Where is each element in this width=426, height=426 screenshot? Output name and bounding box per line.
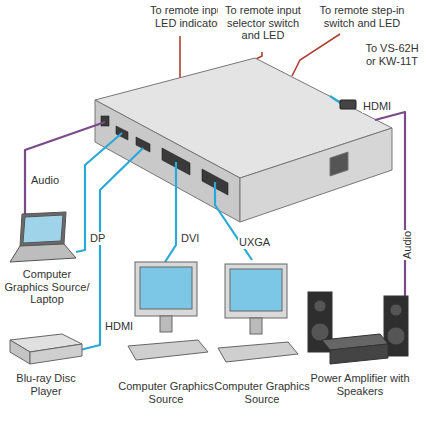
hdmi-plug [340, 100, 356, 109]
computer-icon [225, 264, 287, 318]
computer-icon [160, 316, 172, 332]
hdmi-plug [340, 100, 356, 109]
amplifier-icon [322, 334, 388, 364]
signal-name: DP [89, 232, 106, 245]
amplifier-node: Power Amplifier with Speakers [300, 372, 420, 397]
computer-icon [218, 342, 298, 362]
destination-note: To VS-62H or KW-11T [362, 42, 422, 69]
speaker-icon [308, 292, 408, 356]
bluray-player-icon [10, 334, 82, 364]
device-caption: Computer Graphics Source [118, 380, 214, 405]
laptop-icon [23, 215, 63, 243]
laptop-node: Computer Graphics Source/ Laptop [2, 268, 92, 306]
signal-cable [25, 96, 405, 350]
speaker-icon [390, 304, 402, 316]
bluray-node: Blu-ray Disc Player [5, 372, 87, 397]
signal-cable [80, 148, 143, 350]
destination-note: To remote input selector switch and LED [218, 4, 308, 42]
switcher-housing [95, 100, 240, 222]
computer-icon [250, 318, 262, 334]
bluray-player-icon [10, 340, 30, 364]
signal-cable [165, 162, 176, 262]
signal-name: DVI [180, 232, 200, 245]
bluray-player-icon [30, 344, 82, 364]
destination-note: To remote input selector switch and LED [218, 4, 308, 43]
laptop-icon [20, 212, 66, 246]
computer-icon [135, 262, 197, 316]
destination-note: To remote step-in switch and LED [308, 4, 416, 29]
laptop-icon [10, 244, 76, 262]
connector-port [101, 116, 228, 195]
computer-icon [140, 267, 192, 309]
signal-name: Audio [30, 174, 60, 187]
device-caption: Blu-ray Disc Player [5, 372, 87, 397]
switcher-housing [95, 58, 392, 222]
switcher-housing [240, 128, 392, 222]
speaker-icon [314, 300, 326, 312]
signal-name: HDMI [104, 320, 134, 333]
computer-icon [128, 262, 298, 362]
signal-name: Audio [401, 230, 414, 260]
device-caption: Power Amplifier with Speakers [300, 372, 420, 397]
signal-name: Audio [30, 170, 70, 188]
signal-cable [25, 122, 105, 222]
switcher-housing [330, 152, 348, 176]
signal-name: UXGA [238, 236, 271, 249]
speaker-icon [387, 327, 405, 345]
signal-name: DP [89, 228, 113, 246]
remote-wire [179, 36, 181, 80]
signal-name: HDMI [362, 100, 392, 113]
signal-name: Audio [397, 225, 415, 265]
destination-note: To remote step-in switch and LED [308, 4, 416, 31]
device-caption: Computer Graphics Source/ Laptop [2, 268, 92, 306]
signal-name: UXGA [238, 232, 278, 250]
signal-name: HDMI [104, 316, 138, 334]
computer-icon [230, 269, 282, 311]
laptop-icon [10, 212, 76, 262]
amplifier-icon [330, 344, 388, 364]
connector-port [136, 137, 150, 152]
connector-port [101, 116, 109, 126]
device-caption: Computer Graphics Source [214, 380, 310, 405]
computer-node: Computer Graphics Source [118, 380, 214, 405]
computer-node: Computer Graphics Source [214, 380, 310, 405]
signal-name: HDMI [362, 96, 402, 114]
signal-name: DVI [180, 228, 210, 246]
computer-icon [128, 340, 208, 360]
destination-note: To VS-62H or KW-11T [362, 42, 422, 67]
speaker-icon [311, 323, 329, 341]
